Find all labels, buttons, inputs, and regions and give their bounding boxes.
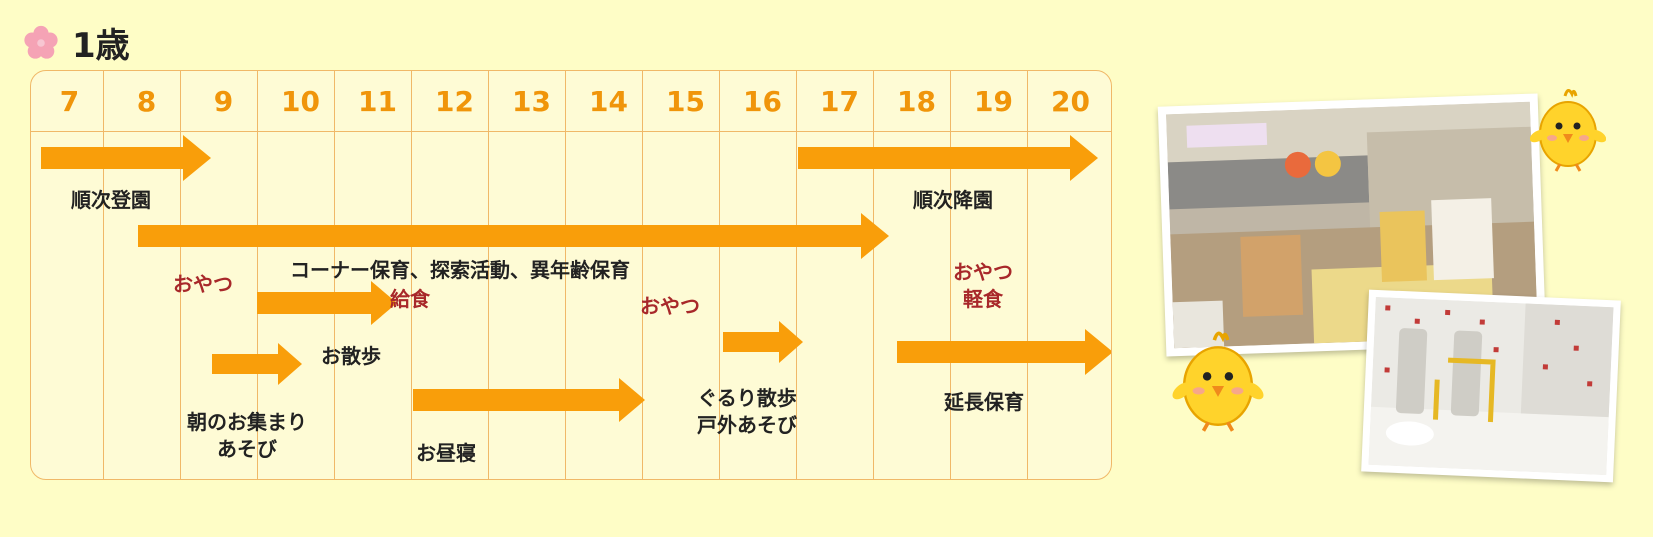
hour-20: 20 [1051, 84, 1090, 118]
classroom-photo [1157, 93, 1547, 357]
walk-label: お散歩 [321, 344, 381, 368]
hour-19: 19 [974, 84, 1013, 118]
page-title: 1歳 [22, 18, 130, 67]
extended-label: 延長保育 [944, 390, 1024, 414]
hour-8: 8 [136, 84, 157, 118]
grid-line [950, 71, 951, 479]
hour-15: 15 [666, 84, 705, 118]
hour-14: 14 [589, 84, 628, 118]
chick-icon [1172, 331, 1264, 432]
sakura-flower-icon [24, 25, 58, 59]
grid-line [488, 71, 489, 479]
extended-arrow [897, 329, 1111, 375]
snack-eve-label-line2: 軽食 [963, 287, 1003, 311]
chick-icon [1530, 89, 1606, 172]
hour-17: 17 [820, 84, 859, 118]
arrival-label: 順次登園 [71, 188, 151, 212]
snack-pm-label: おやつ [640, 294, 700, 318]
departure-label: 順次降園 [913, 188, 993, 212]
snack-eve-label-line1: おやつ [953, 260, 1013, 284]
corner-arrow [138, 213, 889, 259]
walk-pm-label: ぐるり散歩 戸外あそび [697, 385, 797, 439]
snack-am-label: おやつ [173, 272, 233, 296]
grid-line [257, 71, 258, 479]
departure-arrow [798, 135, 1098, 181]
morning-label: 朝のお集まり あそび [187, 409, 307, 463]
morning-arrow [212, 343, 302, 385]
grid-line [565, 71, 566, 479]
hour-18: 18 [897, 84, 936, 118]
hour-9: 9 [213, 84, 234, 118]
walk-pm-label-line1: ぐるり散歩 [697, 386, 797, 410]
schedule-timeline: 7 8 9 10 11 12 13 14 15 16 17 18 19 20 順… [30, 70, 1112, 480]
hour-12: 12 [435, 84, 474, 118]
snack-eve-label: おやつ 軽食 [953, 259, 1013, 313]
corner-label: コーナー保育、探索活動、異年齢保育 [290, 258, 630, 282]
grid-line [103, 71, 104, 479]
grid-line [796, 71, 797, 479]
walk-arrow [257, 281, 397, 325]
grid-line [719, 71, 720, 479]
grid-line [1027, 71, 1028, 479]
grid-line [334, 71, 335, 479]
grid-line [642, 71, 643, 479]
hour-16: 16 [743, 84, 782, 118]
grid-line [873, 71, 874, 479]
morning-label-line2: あそび [217, 437, 277, 461]
nap-arrow [413, 378, 645, 422]
walk-pm-label-line2: 戸外あそび [697, 413, 797, 437]
hour-11: 11 [358, 84, 397, 118]
hour-10: 10 [281, 84, 320, 118]
grid-line [180, 71, 181, 479]
age-title: 1歳 [72, 26, 130, 66]
hour-7: 7 [59, 84, 80, 118]
toilet-photo [1361, 289, 1621, 483]
walk-pm-arrow [723, 321, 803, 363]
hour-13: 13 [512, 84, 551, 118]
hour-header: 7 8 9 10 11 12 13 14 15 16 17 18 19 20 [31, 71, 1111, 132]
arrival-arrow [41, 135, 211, 181]
grid-line [411, 71, 412, 479]
morning-label-line1: 朝のお集まり [187, 410, 307, 434]
lunch-label: 給食 [390, 287, 430, 311]
nap-label: お昼寝 [416, 441, 476, 465]
